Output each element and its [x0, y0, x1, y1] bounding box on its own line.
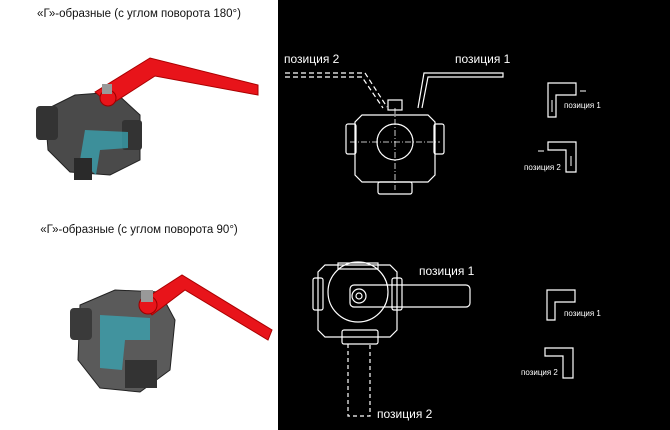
schematic-panel [278, 0, 670, 430]
top-icon2-label: позиция 2 [524, 163, 561, 172]
valve-renders [36, 57, 273, 393]
valve-90-render [70, 274, 273, 393]
title-90: «Г»-образные (с углом поворота 90°) [40, 224, 238, 236]
bottom-label-pos1: позиция 1 [419, 264, 475, 278]
top-schematic: позиция 2 позиция 1 позиция 1 позиция 2 [284, 52, 601, 195]
bottom-label-pos2: позиция 2 [377, 407, 433, 421]
valve-illustrations-panel: «Г»-образные (с углом поворота 180°) «Г»… [0, 0, 278, 430]
top-icon1-label: позиция 1 [564, 101, 601, 110]
flow-icon-pos1: позиция 1 [547, 82, 601, 118]
flow-icon-pos1-b: позиция 1 [546, 289, 601, 321]
bottom-icon2-label: позиция 2 [521, 368, 558, 377]
top-label-pos1: позиция 1 [455, 52, 511, 66]
flow-icon-pos2: позиция 2 [524, 141, 577, 173]
valve-180-render [36, 57, 259, 180]
title-180: «Г»-образные (с углом поворота 180°) [37, 8, 241, 20]
top-label-pos2: позиция 2 [284, 52, 340, 66]
bottom-schematic: позиция 1 позиция 2 позиция 1 позиция 2 [312, 261, 601, 421]
bottom-icon1-label: позиция 1 [564, 309, 601, 318]
flow-icon-pos2-b: позиция 2 [521, 347, 574, 379]
